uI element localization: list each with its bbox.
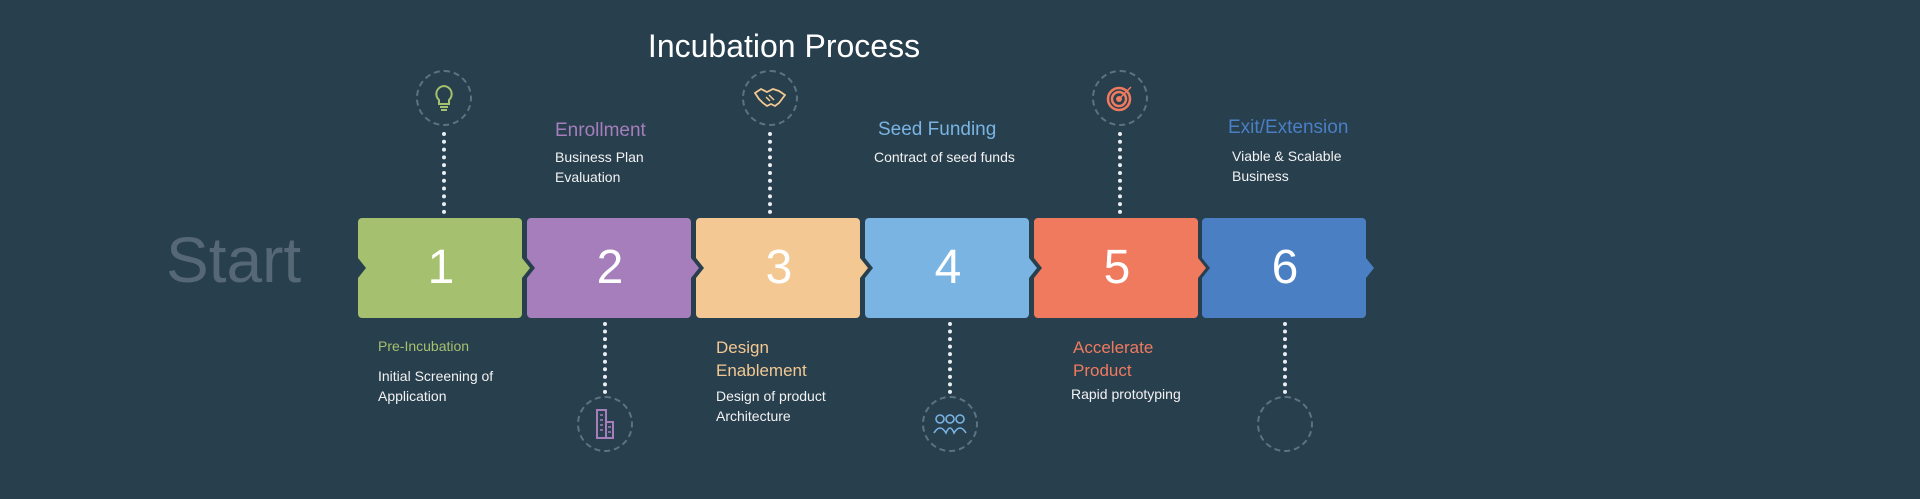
step-4-box: 4 [865, 218, 1037, 318]
empty-circle-icon [1257, 396, 1313, 452]
step-5-desc: Rapid prototyping [1071, 386, 1181, 402]
step-5-box: 5 [1034, 218, 1206, 318]
step-3-number: 3 [765, 241, 793, 294]
building-icon [577, 396, 633, 452]
connector-1 [442, 132, 446, 214]
connector-4 [948, 322, 952, 394]
connector-2 [603, 322, 607, 394]
step-2-box: 2 [527, 218, 699, 318]
handshake-icon [742, 70, 798, 126]
diagram-title: Incubation Process [647, 28, 921, 64]
step-3-box: 3 [696, 218, 868, 318]
step-4-desc: Contract of seed funds [874, 149, 1015, 165]
step-4-title: Seed Funding [878, 119, 997, 140]
connector-5 [1118, 132, 1122, 214]
step-6-number: 6 [1271, 241, 1299, 294]
step-5-number: 5 [1103, 241, 1131, 294]
step-2-number: 2 [596, 241, 624, 294]
step-6-box: 6 [1202, 218, 1374, 318]
step-1-number: 1 [427, 241, 455, 294]
team-icon [922, 396, 978, 452]
start-label: Start [166, 224, 302, 296]
step-1-box: 1 [358, 218, 530, 318]
step-4-number: 4 [934, 241, 962, 294]
step-6-title: Exit/Extension [1228, 117, 1349, 138]
connector-6 [1283, 322, 1287, 394]
step-2-title: Enrollment [555, 120, 646, 141]
target-icon [1092, 70, 1148, 126]
step-1-title: Pre-Incubation [378, 338, 470, 354]
connector-3 [768, 132, 772, 214]
lightbulb-icon [416, 70, 472, 126]
